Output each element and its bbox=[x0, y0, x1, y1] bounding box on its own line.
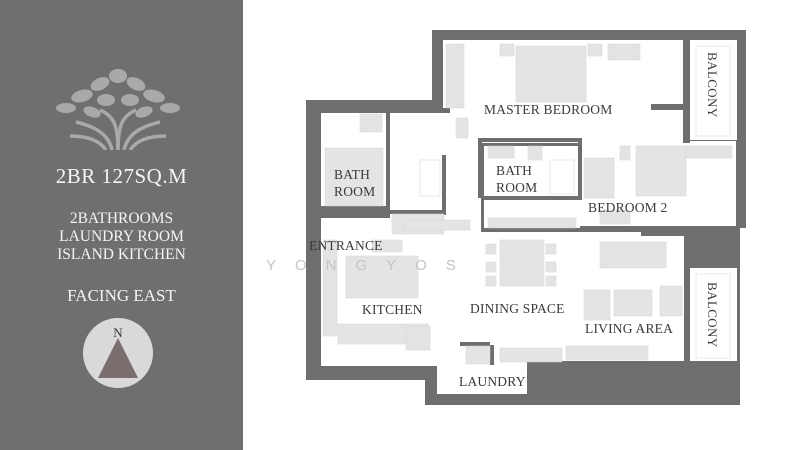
floor-plan: MASTER BEDROOM BALCONY BATH ROOM BATH RO… bbox=[243, 0, 800, 450]
bath-room-center-line: ROOM bbox=[496, 180, 538, 195]
laundry-label: LAUNDRY bbox=[459, 374, 526, 389]
compass-icon: N bbox=[83, 318, 153, 388]
feature-item: LAUNDRY ROOM bbox=[59, 228, 184, 245]
tree-icon bbox=[56, 69, 180, 150]
watermark-text: YONGYOS bbox=[266, 257, 475, 274]
bath-room-left-line: BATH bbox=[334, 167, 371, 182]
facing-direction: FACING EAST bbox=[67, 286, 176, 305]
bath-room-left-label: BATH ROOM bbox=[334, 166, 375, 200]
unit-title: 2BR 127SQ.M bbox=[55, 164, 188, 188]
bedroom-2-label: BEDROOM 2 bbox=[588, 200, 668, 215]
feature-item: 2BATHROOMS bbox=[69, 210, 174, 227]
info-panel: 2BR 127SQ.M 2BATHROOMS LAUNDRY ROOM ISLA… bbox=[0, 0, 243, 450]
entrance-label: ENTRANCE bbox=[309, 238, 383, 253]
feature-item: ISLAND KITCHEN bbox=[57, 246, 186, 263]
kitchen-label: KITCHEN bbox=[362, 302, 423, 317]
compass-north-label: N bbox=[113, 325, 123, 340]
bath-room-center-line: BATH bbox=[496, 163, 533, 178]
master-bedroom-label: MASTER BEDROOM bbox=[484, 102, 613, 117]
balcony-top-label: BALCONY bbox=[705, 52, 720, 118]
feature-list: 2BATHROOMS LAUNDRY ROOM ISLAND KITCHEN bbox=[0, 210, 243, 264]
bath-room-center-label: BATH ROOM bbox=[496, 162, 537, 196]
balcony-bottom-label: BALCONY bbox=[705, 282, 720, 348]
dining-space-label: DINING SPACE bbox=[470, 301, 565, 316]
floor-plan-drawing bbox=[306, 30, 746, 405]
living-area-label: LIVING AREA bbox=[585, 321, 674, 336]
bath-room-left-line: ROOM bbox=[334, 184, 376, 199]
